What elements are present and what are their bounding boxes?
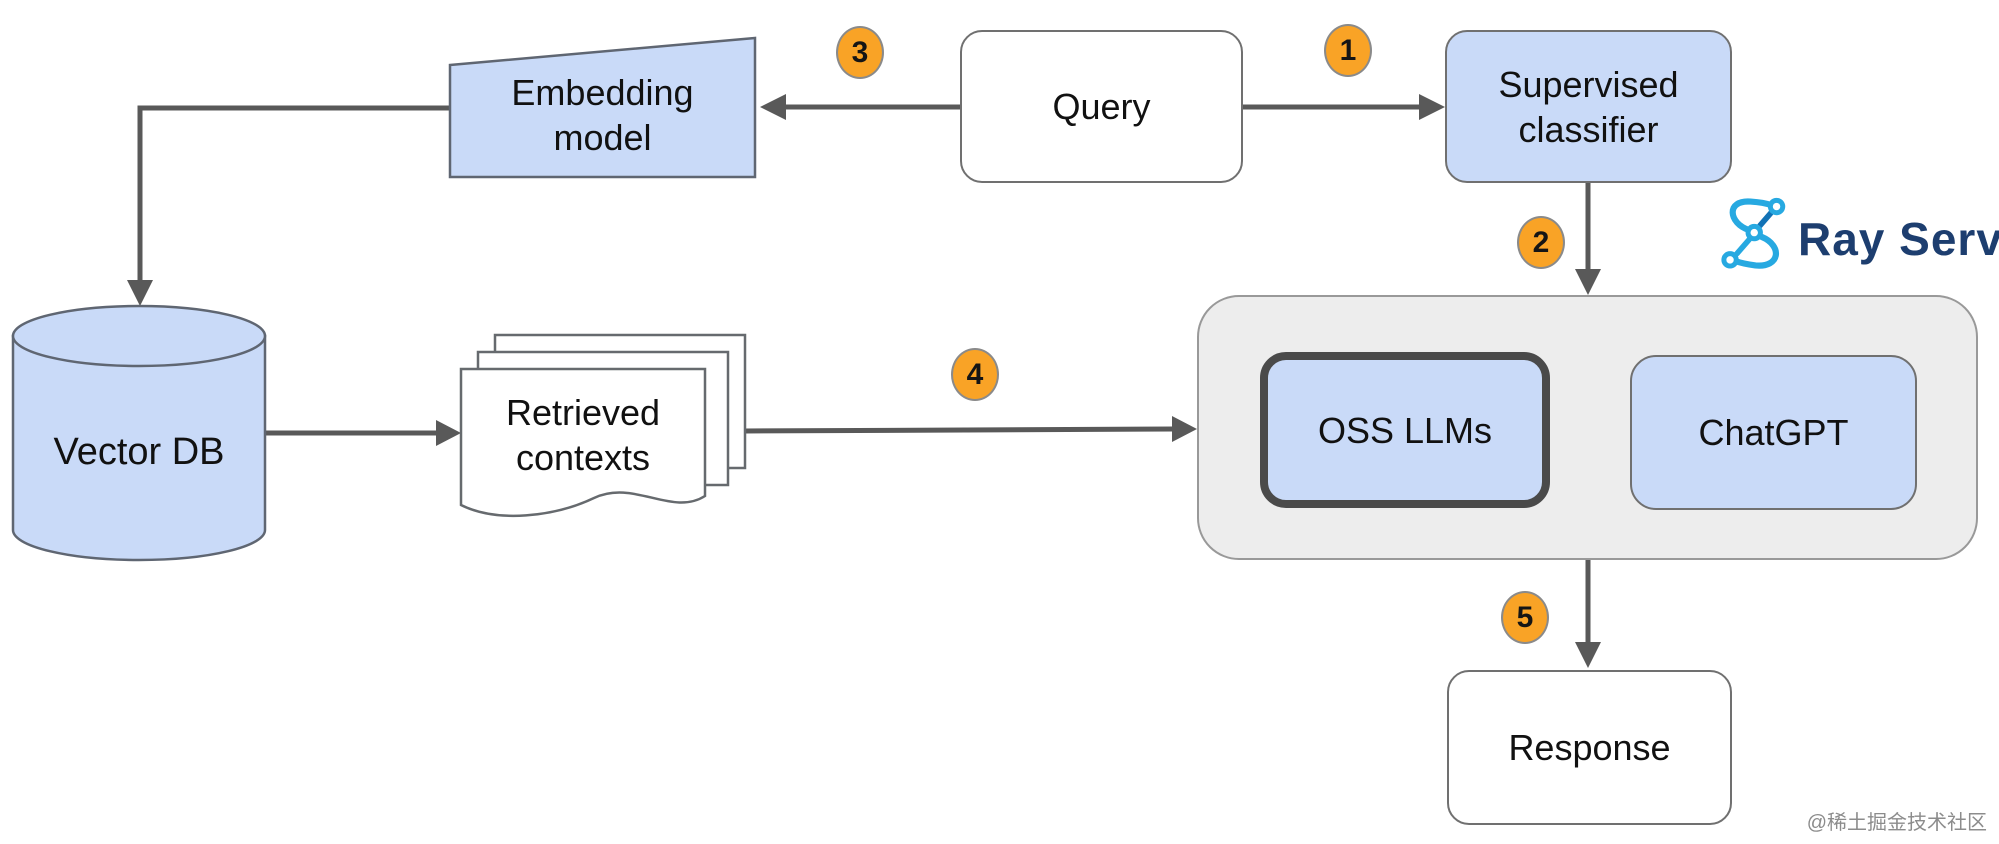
arrow-classifier-to-container xyxy=(1575,183,1601,295)
embedding-model-label-line1: Embedding xyxy=(511,71,694,113)
embedding-model-shape xyxy=(448,36,757,179)
retrieved-contexts-pages xyxy=(459,333,747,518)
oss-llms-label: OSS LLMs xyxy=(1317,409,1493,451)
arrow-query-to-embedding xyxy=(760,94,960,120)
embedding-model-label-line2: model xyxy=(553,116,652,158)
node-oss-llms: OSS LLMs xyxy=(1260,352,1550,508)
node-supervised-classifier: Supervised classifier xyxy=(1445,30,1732,183)
arrow-container-to-response xyxy=(1575,560,1601,668)
step-badge-4: 4 xyxy=(951,348,999,401)
query-label: Query xyxy=(1052,86,1151,127)
arrow-embedding-to-vectordb xyxy=(127,105,450,306)
embedding-model-label: Embedding model xyxy=(450,52,755,177)
supervised-classifier-label: Supervised classifier xyxy=(1498,62,1678,152)
response-label: Response xyxy=(1508,727,1671,768)
vector-db-cylinder xyxy=(11,304,267,562)
retrieved-contexts-label-line1: Retrieved xyxy=(505,392,661,433)
retrieved-contexts-label: Retrieved contexts xyxy=(461,369,705,501)
step-badge-5: 5 xyxy=(1501,591,1549,644)
retrieved-contexts-label-line2: contexts xyxy=(515,437,651,478)
watermark-text: @稀土掘金技术社区 xyxy=(1806,812,1987,834)
step-badge-3: 3 xyxy=(836,26,884,79)
ray-serve-logo-icon xyxy=(1721,197,1786,269)
supervised-classifier-label-line2: classifier xyxy=(1518,108,1659,150)
chatgpt-label: ChatGPT xyxy=(1698,412,1849,453)
step-badge-1: 1 xyxy=(1324,24,1372,77)
arrow-query-to-classifier xyxy=(1243,94,1445,120)
ray-serve-logo-text: Ray Serve xyxy=(1798,213,1999,265)
node-chatgpt: ChatGPT xyxy=(1630,355,1917,510)
supervised-classifier-label-line1: Supervised xyxy=(1498,63,1679,105)
vector-db-label: Vector DB xyxy=(53,430,225,473)
node-query: Query xyxy=(960,30,1243,183)
step-badge-2: 2 xyxy=(1517,216,1565,269)
arrow-vectordb-to-docs xyxy=(265,420,461,446)
arrow-docs-to-container xyxy=(744,416,1197,442)
node-response: Response xyxy=(1447,670,1732,825)
